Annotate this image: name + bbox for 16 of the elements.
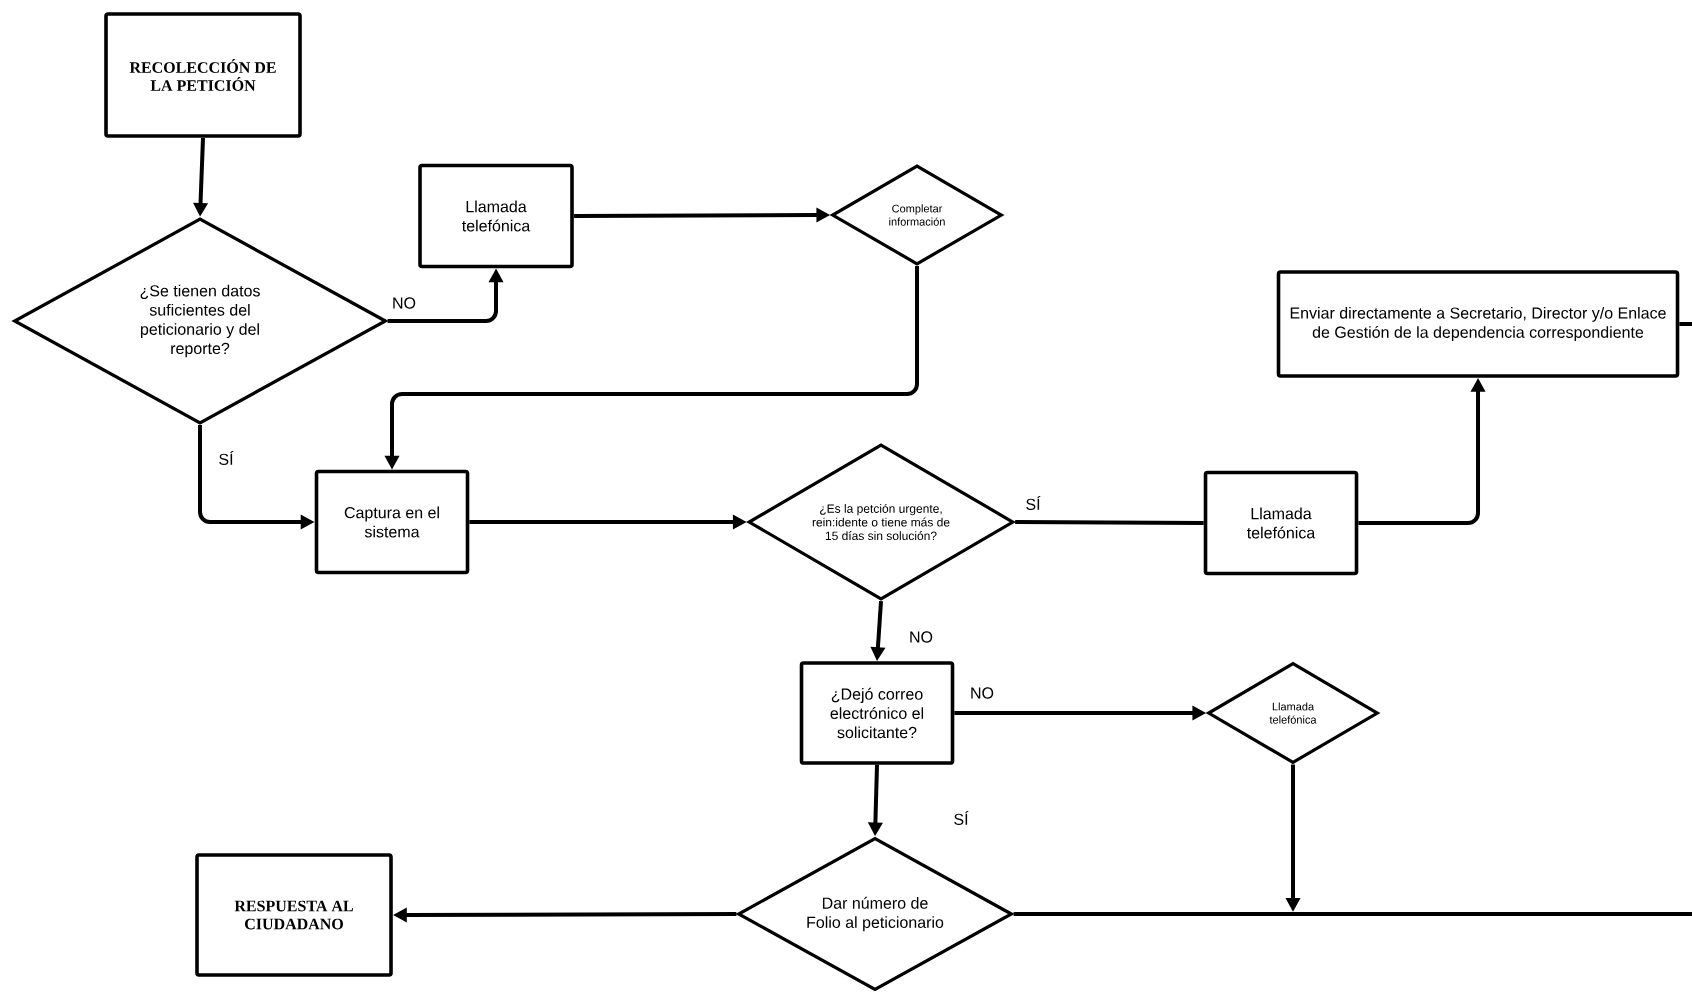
process-box: Llamada telefónica bbox=[418, 163, 574, 269]
connector-line bbox=[1679, 322, 1692, 326]
connector-line bbox=[1013, 912, 1692, 916]
process-box: Captura en el sistema bbox=[314, 469, 470, 575]
process-box: RECOLECCIÓN DE LA PETICIÓN bbox=[104, 12, 302, 138]
edge-label: SÍ bbox=[216, 449, 236, 468]
edge-label: NO bbox=[968, 685, 996, 701]
edge-label: NO bbox=[907, 629, 935, 645]
edge-label: SÍ bbox=[1023, 494, 1043, 513]
process-box: Llamada telefónica bbox=[1203, 470, 1359, 576]
process-box: RESPUESTA AL CIUDADANO bbox=[195, 853, 393, 977]
edge-label: SÍ bbox=[951, 809, 971, 828]
process-box: ¿Dejó correo electrónico el solicitante? bbox=[799, 661, 955, 765]
process-box: Enviar directamente a Secretario, Director y/o Enlace de Gestión de la dependencia correspondiente bbox=[1276, 270, 1680, 378]
connector-line bbox=[1015, 520, 1204, 525]
edge-label: NO bbox=[390, 295, 418, 311]
